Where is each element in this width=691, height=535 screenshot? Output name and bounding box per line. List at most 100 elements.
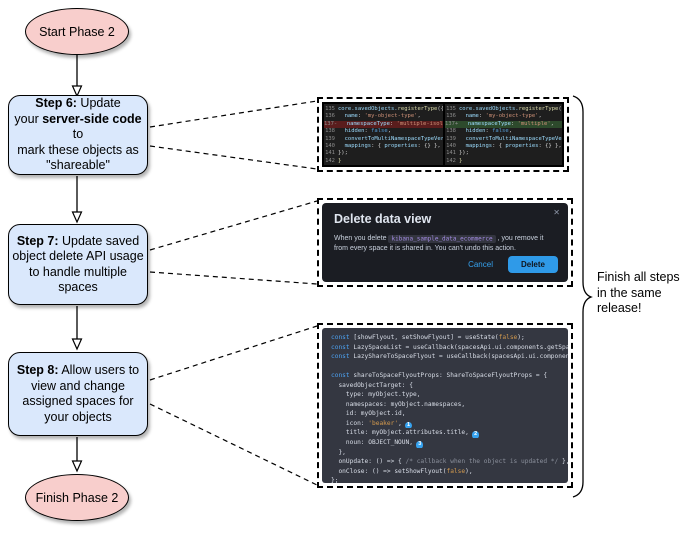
code-text: namespaceType: 'multiple-isolated', [346, 120, 443, 127]
callout-line-step6-top [149, 100, 318, 128]
code-text: hidden: false, [344, 128, 391, 135]
finish-terminator: Finish Phase 2 [25, 474, 129, 521]
code-line: onClose: () => setShowFlyout(false), [331, 467, 473, 475]
diff-code-line: 136 name: 'my-object-type', [324, 113, 443, 120]
code-line: onUpdate: () => { /* callback when the o… [331, 458, 568, 466]
code-line: }, [331, 448, 346, 456]
code-text: name: 'my-object-type', [344, 113, 421, 120]
line-number: 135 [325, 106, 335, 112]
delete-dialog-panel: Delete data view ✕ When you delete kiban… [317, 198, 573, 287]
code-text: }); [459, 150, 469, 157]
line-number: 139 [325, 135, 335, 142]
diff-code-line: 137+ namespaceType: 'multiple', [445, 120, 562, 129]
diff-code-line: 141}); [324, 150, 443, 157]
code-text: }); [338, 150, 348, 157]
code-line: savedObjectTarget: { [331, 381, 413, 389]
dialog-body-text: When you delete [334, 235, 389, 242]
code-text: core.savedObjects.registerType({ [459, 106, 562, 112]
dialog-footer: Cancel Delete [468, 256, 558, 273]
dialog-body-text: , you remove it from every space it is s… [334, 235, 544, 252]
code-text: mappings: { properties: {} }, [344, 142, 441, 149]
code-line: title: myObject.attributes.title,2 [331, 428, 568, 439]
line-number: 136 [446, 113, 456, 120]
step-text-bold: Step 8: [16, 363, 59, 377]
callout-line-step7-top [149, 200, 318, 251]
code-text: } [338, 157, 342, 164]
code-line: const LazyShareToSpaceFlyout = useCallba… [331, 353, 568, 361]
line-number: 142 [446, 157, 456, 164]
dialog-body: When you delete kibana_sample_data_ecomm… [334, 234, 556, 254]
close-icon[interactable]: ✕ [553, 208, 560, 217]
diff-code-line: 142} [445, 158, 562, 165]
line-number: 141 [446, 150, 456, 157]
callout-line-step8-top [149, 325, 318, 381]
code-line: namespaces: myObject.namespaces, [331, 400, 466, 408]
diff-code-line: 136 name: 'my-object-type', [445, 113, 562, 120]
step-text-bold: server-side code [42, 111, 142, 126]
diff-code-line: 141}); [445, 150, 562, 157]
diff-code-line: 138 hidden: false, [445, 128, 562, 135]
code-line: icon: 'beaker',1 [331, 419, 568, 429]
line-number: 140 [446, 142, 456, 149]
step-text-segment: view and change [31, 378, 125, 393]
flyout-code-panel: const [showFlyout, setShowFlyout] = useS… [317, 323, 573, 488]
arrowhead [71, 460, 83, 473]
annotation-number-badge: 2 [471, 431, 480, 439]
code-line: noun: OBJECT_NOUN,3 [331, 438, 568, 448]
arrowhead [71, 338, 83, 351]
diff-code-line: 137- namespaceType: 'multiple-isolated', [324, 120, 443, 129]
code-text: mappings: { properties: {} }, [465, 142, 562, 149]
finish-label: Finish Phase 2 [35, 490, 119, 505]
step-text-segment: your objects [44, 409, 112, 424]
diff-code-line: 139 convertToMultiNamespaceTypeVersion: [445, 136, 562, 143]
start-terminator: Start Phase 2 [25, 8, 129, 55]
cancel-button[interactable]: Cancel [468, 260, 493, 269]
step-text-segment: your [14, 111, 43, 126]
step-text-segment: to [72, 127, 84, 142]
code-text: convertToMultiNamespaceTypeVersion: [344, 135, 443, 142]
code-line [331, 362, 568, 372]
code-line: id: myObject.id, [331, 410, 406, 418]
step-text-bold: Step 7: [16, 233, 59, 248]
annotation-number-badge: 3 [415, 441, 424, 448]
step-text-segment: mark these objects as [17, 142, 139, 157]
step-text-bold: Step 6: [35, 96, 77, 111]
code-text: core.savedObjects.registerType({ [338, 106, 443, 112]
callout-line-step6-bottom [149, 145, 318, 170]
curly-brace [572, 95, 593, 498]
code-text: name: 'my-object-type', [465, 113, 542, 120]
diff-code-line: 142} [324, 158, 443, 165]
release-note: Finish all steps in the same release! [597, 270, 680, 315]
step-text-segment: Update [76, 96, 121, 111]
line-number: 135 [446, 106, 456, 112]
code-line: const LazySpaceList = useCallback(spaces… [331, 343, 568, 351]
step-text-segment: object delete API usage [12, 249, 144, 263]
diff-code-line: 140 mappings: { properties: {} }, [445, 143, 562, 150]
step-text-segment: Update saved [58, 233, 140, 248]
line-number: 138 [446, 128, 456, 135]
callout-line-step8-bottom [149, 403, 318, 486]
line-number: 137- [324, 120, 338, 127]
line-number: 140 [325, 142, 335, 149]
delete-button[interactable]: Delete [507, 256, 558, 273]
start-label: Start Phase 2 [39, 24, 115, 39]
code-text: namespaceType: 'multiple', [467, 120, 554, 127]
diff-code-line: 139 convertToMultiNamespaceTypeVersion: [324, 136, 443, 143]
line-number: 137+ [445, 120, 459, 127]
delete-data-view-dialog: Delete data view ✕ When you delete kiban… [322, 203, 568, 282]
code-text: convertToMultiNamespaceTypeVersion: [465, 135, 562, 142]
code-block-screenshot: const [showFlyout, setShowFlyout] = useS… [322, 328, 568, 483]
